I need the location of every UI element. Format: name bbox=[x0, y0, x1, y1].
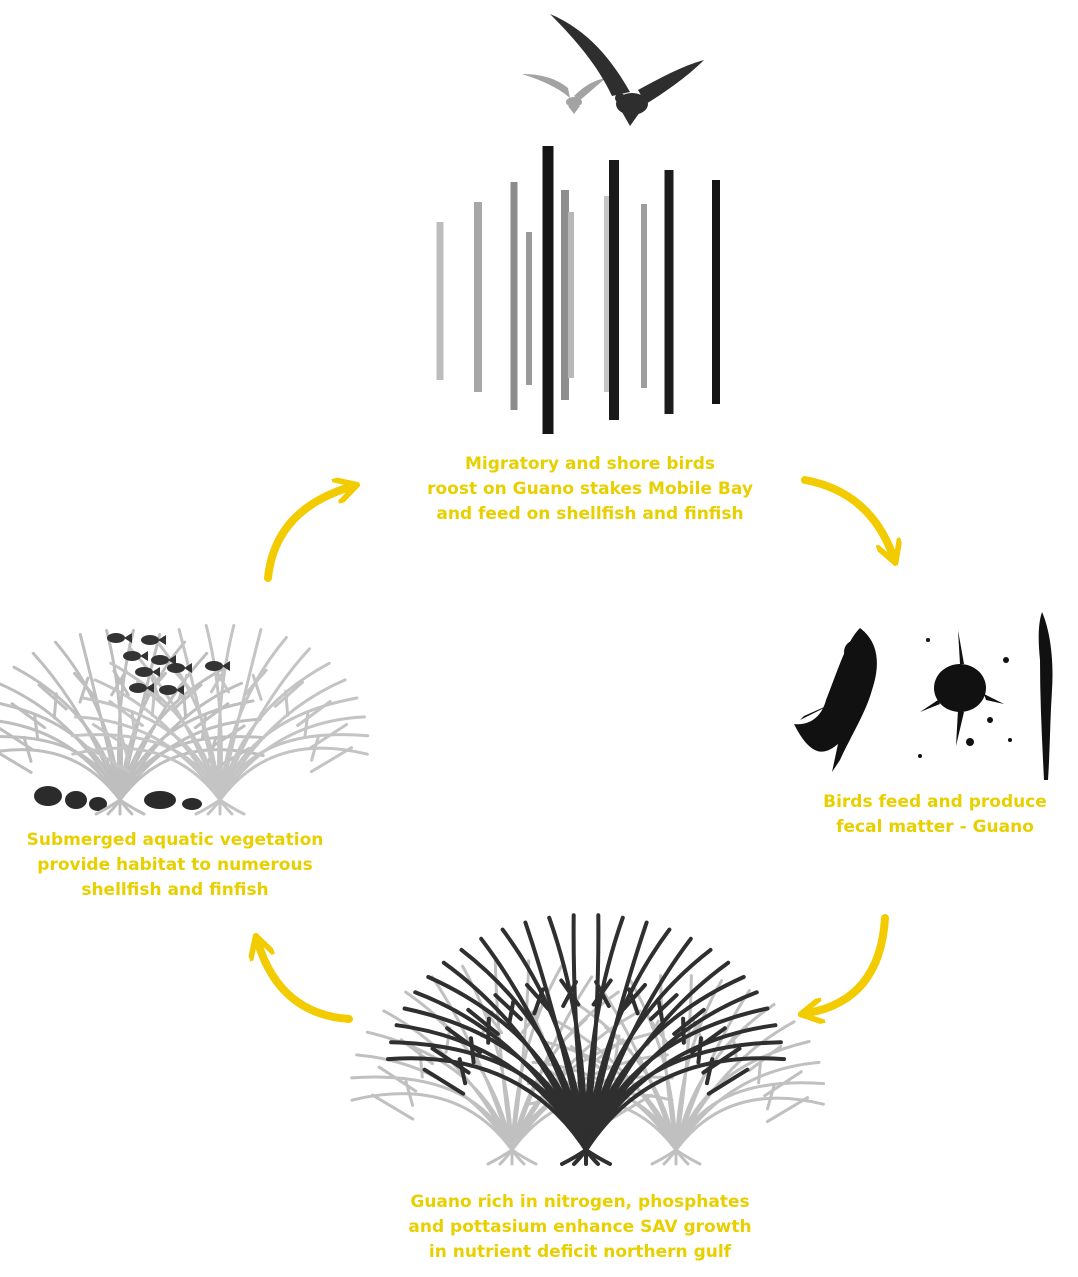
guano-caption-line-1: Birds feed and produce bbox=[790, 790, 1078, 815]
arrow-guano-to-growth bbox=[808, 918, 885, 1013]
fish-icon bbox=[135, 667, 160, 677]
guano-splatter-icon bbox=[794, 612, 1053, 780]
sav-caption-line-2: provide habitat to numerous bbox=[0, 853, 350, 878]
birds-caption-line-1: Migratory and shore birds bbox=[380, 452, 800, 477]
growth-caption-line-1: Guano rich in nitrogen, phosphates bbox=[370, 1190, 790, 1215]
seagrass-cluster-icon bbox=[352, 915, 824, 1164]
guano-stakes-icon bbox=[440, 146, 716, 434]
growth-caption-line-2: and pottasium enhance SAV growth bbox=[370, 1215, 790, 1240]
sav-caption-line-1: Submerged aquatic vegetation bbox=[0, 828, 350, 853]
sav-caption-line-3: shellfish and finfish bbox=[0, 878, 350, 903]
fish-icon bbox=[107, 633, 132, 643]
fish-icon bbox=[141, 635, 166, 645]
growth-caption-line-3: in nutrient deficit northern gulf bbox=[370, 1240, 790, 1265]
birds-caption-line-2: roost on Guano stakes Mobile Bay bbox=[380, 477, 800, 502]
sav-habitat-caption: Submerged aquatic vegetation provide hab… bbox=[0, 828, 350, 903]
birds-roost-caption: Migratory and shore birds roost on Guano… bbox=[380, 452, 800, 527]
arrow-sav-to-birds bbox=[268, 487, 350, 578]
guano-caption-line-2: fecal matter - Guano bbox=[790, 815, 1078, 840]
fish-icon bbox=[123, 651, 148, 661]
seagrass-with-fish-icon bbox=[0, 626, 368, 815]
flying-seabirds-icon bbox=[522, 14, 704, 126]
arrow-growth-to-sav bbox=[258, 943, 349, 1019]
arrow-birds-to-guano bbox=[805, 480, 893, 556]
guano-caption: Birds feed and produce fecal matter - Gu… bbox=[790, 790, 1078, 840]
sav-growth-caption: Guano rich in nitrogen, phosphates and p… bbox=[370, 1190, 790, 1265]
birds-caption-line-3: and feed on shellfish and finfish bbox=[380, 502, 800, 527]
